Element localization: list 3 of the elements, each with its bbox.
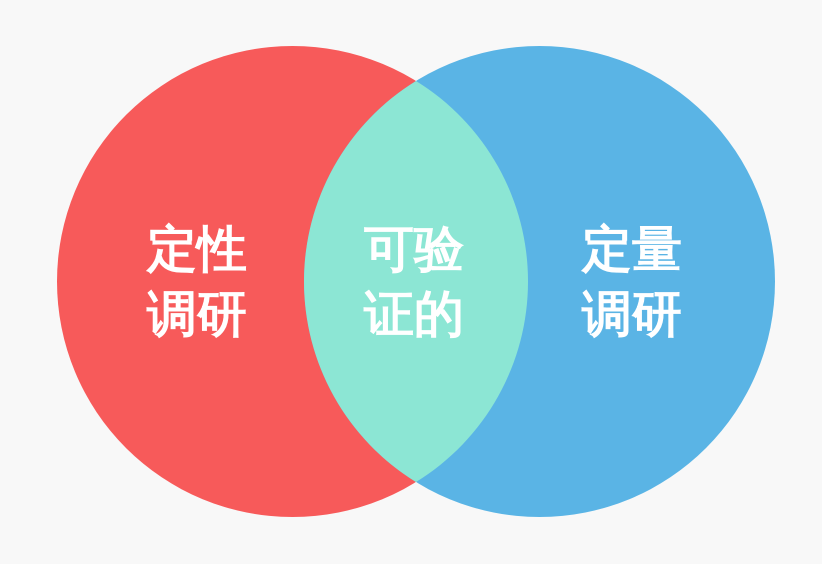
venn-label: 定性调研 — [145, 219, 248, 345]
venn-label: 可验证的 — [362, 218, 465, 345]
venn-label: 定量调研 — [580, 219, 683, 345]
